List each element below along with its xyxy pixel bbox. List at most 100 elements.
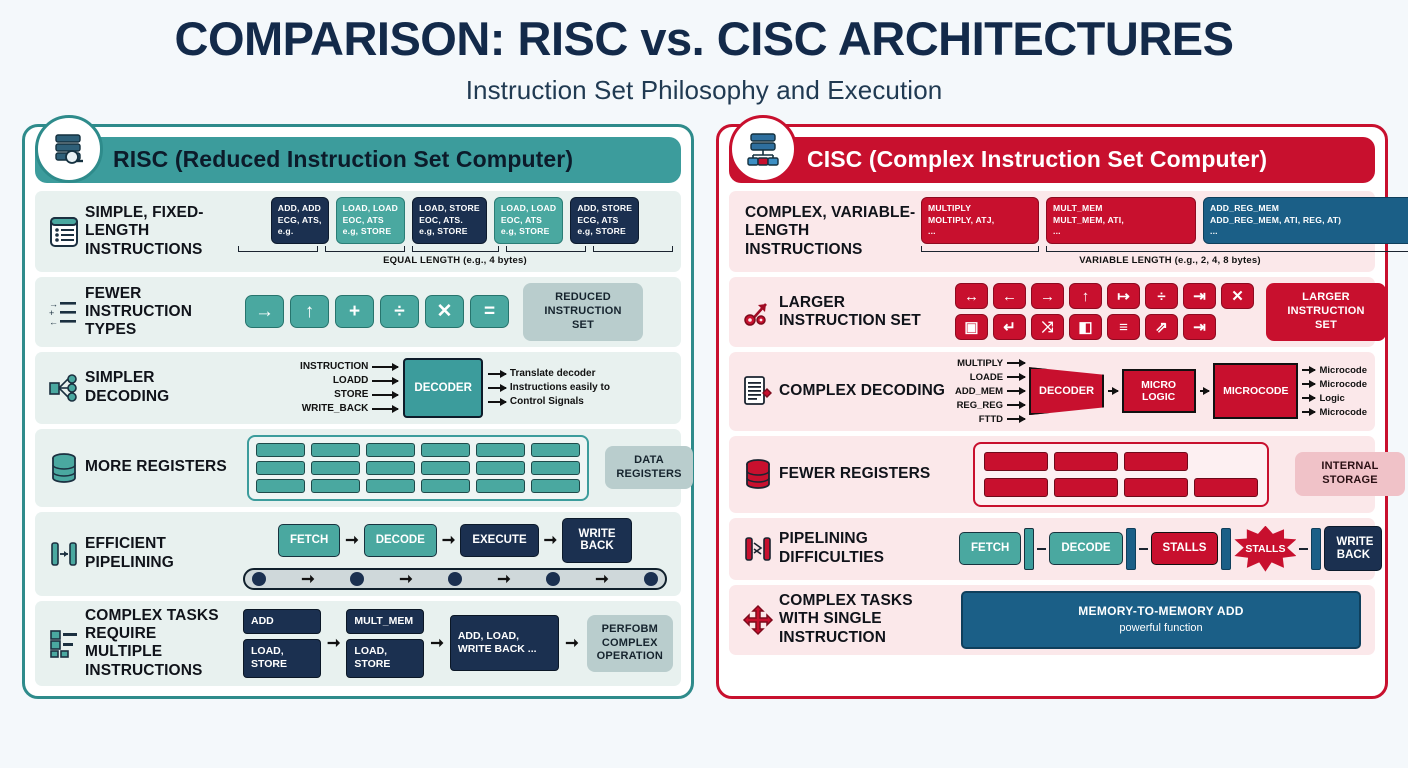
instruction-box: LOAD, LOAD EOC, ATS e.g, STORE [493, 196, 564, 245]
divide-icon[interactable]: ÷ [1145, 283, 1178, 310]
chain-final-box: ADD, LOAD, WRITE BACK ... [449, 615, 560, 672]
equals-icon[interactable]: = [470, 295, 509, 329]
risc-badge-icon [35, 114, 103, 183]
risc-rows: SIMPLE, FIXED-LENGTH INSTRUCTIONS ADD, A… [25, 183, 693, 696]
arrow-right-icon[interactable]: → [1031, 283, 1064, 310]
svg-text:+: + [49, 308, 54, 318]
risc-label-types: FEWER INSTRUCTION TYPES [85, 284, 193, 339]
risc-label-instructions: SIMPLE, FIXED-LENGTH INSTRUCTIONS [85, 204, 204, 258]
variable-length-brackets [921, 246, 1408, 253]
op-subtitle: powerful function [1119, 621, 1203, 634]
svg-text:→: → [49, 299, 58, 309]
cisc-row-complex[interactable]: COMPLEX TASKS WITH SINGLE INSTRUCTION ME… [729, 584, 1375, 655]
risc-panel: RISC (Reduced Instruction Set Computer) … [22, 114, 694, 699]
import-icon[interactable]: ⇥ [1183, 314, 1216, 341]
arrow-to-bar-icon[interactable]: ↦ [1107, 283, 1140, 310]
arrow-icon: ➞ [565, 635, 579, 653]
four-way-arrow-icon [737, 604, 779, 636]
shuffle-icon[interactable]: ⤨ [1031, 314, 1064, 341]
cisc-row-pipelining[interactable]: PIPELINING DIFFICULTIES FETCH DECODE STA… [729, 517, 1383, 580]
contrast-icon[interactable]: ◧ [1069, 314, 1102, 341]
perform-complex-operation-pill: PERFOBM COMPLEX OPERATION [586, 614, 673, 673]
cisc-row-registers[interactable]: FEWER REGISTERS INTERNAL STORAGE [729, 435, 1405, 513]
risc-label-registers: MORE REGISTERS [85, 458, 227, 476]
blocks-icon [43, 628, 85, 659]
divide-icon[interactable]: ÷ [380, 295, 419, 329]
cisc-label-instructions: COMPLEX, VARIABLE-LENGTH INSTRUCTIONS [745, 204, 916, 258]
risc-row-decoding[interactable]: SIMPLER DECODING INSTRUCTION LOADD STORE… [35, 351, 681, 424]
cisc-label-complex: COMPLEX TASKS WITH SINGLE INSTRUCTION [779, 592, 913, 646]
cisc-label-registers: FEWER REGISTERS [779, 464, 931, 482]
risc-instruction-boxes: ADD, ADD ECG, ATS, e.g. LOAD, LOAD EOC, … [270, 196, 640, 245]
pipeline-stall-burst: STALLS [1234, 525, 1297, 572]
chain-box: LOAD, STORE [243, 639, 321, 678]
arrow-icon: ➞ [441, 532, 456, 550]
risc-register-bank [247, 434, 589, 501]
decoder-outputs: Translate decoder Instructions easily to… [487, 368, 610, 407]
list-document-icon [43, 216, 85, 248]
multiply-icon[interactable]: ✕ [425, 295, 464, 329]
cisc-label-decoding: COMPLEX DECODING [779, 381, 946, 399]
risc-label-pipelining: EFFICIENT PIPELINING [85, 535, 174, 571]
cisc-panel: CISC (Complex Instruction Set Computer) … [716, 114, 1408, 699]
pipeline-barrier [1221, 527, 1232, 570]
belt-dot [448, 571, 462, 586]
cisc-register-bank [973, 441, 1269, 507]
decoder-inputs: MULTIPLY LOADE ADD_MEM REG_REG FTTD [955, 358, 1027, 425]
instruction-box: LOAD, LOAD EOC, ATS e.g, STORE [335, 196, 406, 245]
trend-up-icon[interactable]: ⇗ [1145, 314, 1178, 341]
cisc-operation-tiles: ↔ ← → ↑ ↦ ÷ ⇥ ✕ ▣ ↵ ⤨ [955, 283, 1254, 341]
arrow-icon: ➞ [345, 532, 359, 550]
multiply-icon[interactable]: ✕ [1221, 283, 1254, 310]
belt-dot [350, 571, 364, 586]
pipeline-stage: DECODE [1049, 532, 1123, 565]
stack-icon[interactable]: ≡ [1107, 314, 1140, 341]
data-registers-pill: DATA REGISTERS [605, 445, 693, 490]
cisc-row-types[interactable]: LARGER INSTRUCTION SET ↔ ← → ↑ ↦ ÷ ⇥ ✕ [729, 277, 1386, 347]
page-title: COMPARISON: RISC vs. CISC ARCHITECTURES [174, 12, 1234, 65]
cisc-row-decoding[interactable]: COMPLEX DECODING MULTIPLY LOADE ADD_MEM … [729, 351, 1375, 431]
instruction-box: LOAD, STORE EOC, ATS. e.g, STORE [412, 196, 487, 245]
arrows-list-icon: → + ← [43, 298, 85, 326]
gears-arrow-icon [737, 296, 779, 328]
decoder-inputs: INSTRUCTION LOADD STORE WRITE_BACK [300, 361, 400, 414]
archive-icon[interactable]: ▣ [955, 314, 988, 341]
risc-row-pipelining[interactable]: EFFICIENT PIPELINING FETCH ➞ DECODE ➞ EX… [35, 511, 681, 596]
risc-operation-tiles: → ↑ + ÷ ✕ = [245, 295, 509, 329]
cisc-row-instructions[interactable]: COMPLEX, VARIABLE-LENGTH INSTRUCTIONS MU… [729, 190, 1408, 273]
risc-label-complex: COMPLEX TASKS REQUIRE MULTIPLE INSTRUCTI… [85, 606, 219, 679]
risc-pipeline: FETCH ➞ DECODE ➞ EXECUTE ➞ WRITE BACK ➞ … [243, 517, 667, 590]
risc-row-instructions[interactable]: SIMPLE, FIXED-LENGTH INSTRUCTIONS ADD, A… [35, 190, 681, 273]
pipeline-stage: WRITE BACK [1324, 525, 1383, 572]
larger-instruction-set-pill: LARGER INSTRUCTION SET [1266, 283, 1386, 341]
arrow-left-icon[interactable]: ← [993, 283, 1026, 310]
internal-storage-pill: INTERNAL STORAGE [1295, 452, 1405, 496]
op-title: MEMORY-TO-MEMORY ADD [1078, 603, 1244, 618]
export-icon[interactable]: ⇥ [1183, 283, 1216, 310]
risc-label-decoding: SIMPLER DECODING [85, 369, 170, 405]
risc-row-registers[interactable]: MORE REGISTERS DATA REGISTERS [35, 428, 693, 507]
equal-length-brackets [237, 246, 673, 253]
chain-box: MULT_MEM [346, 609, 425, 635]
arrow-right-icon[interactable]: → [245, 295, 284, 329]
arrows-horizontal-icon[interactable]: ↔ [955, 283, 988, 310]
belt-dot [644, 571, 658, 586]
enter-icon[interactable]: ↵ [993, 314, 1026, 341]
risc-row-complex[interactable]: COMPLEX TASKS REQUIRE MULTIPLE INSTRUCTI… [35, 600, 681, 686]
decoder-box: DECODER [403, 357, 483, 418]
pipeline-barrier [1125, 527, 1136, 570]
arrow-icon: ➞ [543, 532, 558, 550]
risc-decoder-diagram: INSTRUCTION LOADD STORE WRITE_BACK DECOD… [300, 357, 610, 418]
chain-box: LOAD, STORE [346, 639, 425, 678]
database-icon [737, 458, 779, 490]
arrow-icon: ➞ [430, 635, 444, 653]
cisc-label-pipelining: PIPELINING DIFFICULTIES [779, 530, 885, 566]
arrow-up-icon[interactable]: ↑ [290, 295, 329, 329]
pipeline-stage: STALLS [1150, 532, 1219, 565]
risc-row-types[interactable]: → + ← FEWER INSTRUCTION TYPES → ↑ + ÷ ✕ … [35, 277, 681, 347]
reduced-instruction-set-pill: REDUCED INSTRUCTION SET [523, 283, 643, 341]
instruction-box: ADD, STORE ECG, ATS e.g, STORE [570, 196, 640, 245]
arrow-up-icon[interactable]: ↑ [1069, 283, 1102, 310]
plus-icon[interactable]: + [335, 295, 374, 329]
belt-dot [252, 571, 266, 586]
